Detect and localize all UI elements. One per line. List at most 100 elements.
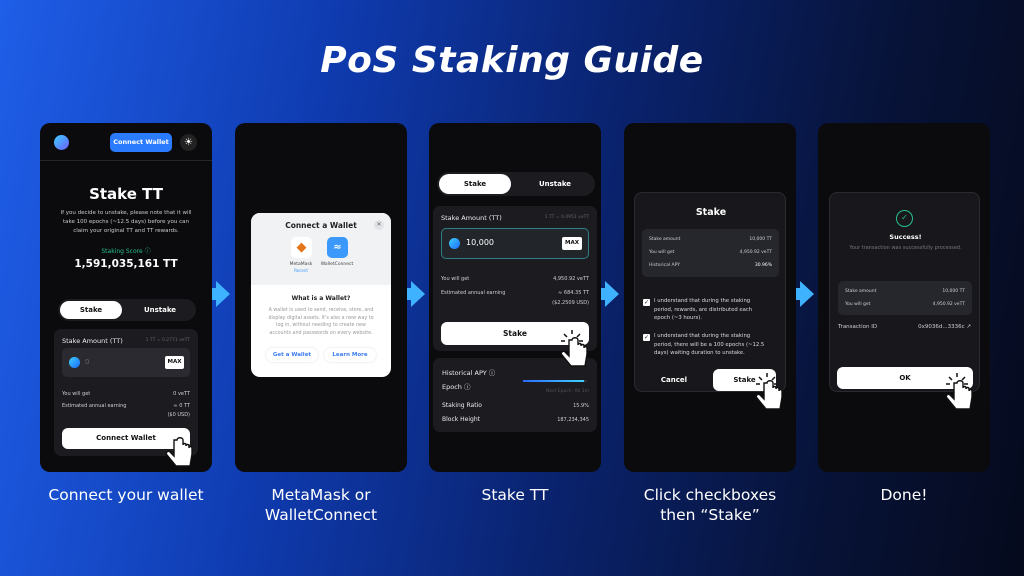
step-4-panel: Stake Stake amount 10,000 TT You will ge… — [624, 123, 796, 472]
unstake-note: If you decide to unstake, please note th… — [40, 209, 212, 236]
text-line: log in, without needing to create new — [276, 323, 366, 328]
row-label: Stake amount — [649, 237, 681, 242]
get-label: You will get — [62, 391, 91, 397]
tab-stake[interactable]: Stake — [60, 301, 122, 319]
step-5-panel: ✓ Success! Your transaction was successf… — [818, 123, 990, 472]
step-5-caption: Done! — [880, 486, 928, 504]
arrow-icon — [411, 281, 425, 307]
text-line: I understand that during the staking — [654, 333, 751, 339]
earn-value: ≈ 0 TT — [173, 403, 190, 409]
note-line: claim your original TT and TT rewards. — [73, 228, 179, 234]
checkbox-rewards[interactable]: ✓ — [643, 299, 650, 306]
sun-icon[interactable]: ☀ — [180, 134, 197, 151]
cancel-button[interactable]: Cancel — [660, 376, 688, 384]
max-button[interactable]: MAX — [562, 237, 582, 250]
tab-stake[interactable]: Stake — [439, 174, 511, 194]
epoch-progress-fill — [523, 380, 584, 382]
max-button[interactable]: MAX — [165, 356, 184, 369]
amount-input[interactable]: 0 MAX — [62, 348, 190, 377]
info-icon[interactable]: ⓘ — [488, 369, 496, 377]
what-text: A wallet is used to send, receive, store… — [251, 307, 391, 337]
note-line: take 100 epochs (~12.5 days) before you … — [62, 219, 190, 225]
ok-button[interactable]: OK — [837, 367, 973, 389]
caption-line: WalletConnect — [264, 506, 378, 524]
wallet-name: MetaMask — [289, 262, 313, 267]
amount-input[interactable]: 10,000 MAX — [441, 228, 589, 259]
connect-wallet-main-button[interactable]: Connect Wallet — [62, 428, 190, 449]
tx-value[interactable]: 0x9036d...3336c — [918, 324, 965, 330]
height-label: Block Height — [442, 416, 480, 423]
walletconnect-icon: ≈ — [333, 242, 342, 253]
hand-cursor-icon — [560, 330, 588, 367]
text-line: days) waiting duration to unstake. — [654, 350, 745, 356]
ratio-value: 15.9% — [573, 403, 589, 409]
earn-usd: ($0 USD) — [167, 412, 190, 418]
hand-cursor-icon — [165, 430, 193, 467]
tab-unstake[interactable]: Unstake — [143, 306, 177, 314]
stake-heading: Stake TT — [89, 185, 163, 203]
earn-label: Estimated annual earning — [62, 403, 127, 409]
apy-label: Historical APY ⓘ — [442, 367, 495, 377]
row-value: 10,000 TT — [749, 237, 772, 242]
staking-score-value: 1,591,035,161 TT — [74, 258, 178, 270]
row-value: 10,000 TT — [942, 289, 965, 294]
text-line: period, there will be a 100 epochs (~12.… — [654, 341, 765, 348]
earn-value: ≈ 684.35 TT — [558, 290, 589, 296]
get-wallet-button[interactable]: Get a Wallet — [266, 348, 318, 362]
row-label: Historical APY — [649, 263, 680, 268]
info-icon[interactable]: ⓘ — [144, 248, 151, 255]
caption-line: Click checkboxes — [643, 486, 777, 504]
step-2-panel: Connect a Wallet ✕ ◆ ≈ MetaMask Recent W… — [235, 123, 407, 472]
height-value: 187,234,345 — [557, 417, 589, 423]
tab-unstake[interactable]: Unstake — [538, 180, 572, 188]
step-3-caption: Stake TT — [481, 486, 549, 504]
stake-button[interactable]: Stake — [441, 322, 589, 345]
logo-icon — [54, 135, 69, 150]
stats-card: Historical APY ⓘ Epoch ⓘ Next Epoch: 0h … — [433, 358, 597, 432]
caption-line: MetaMask or — [271, 486, 371, 504]
success-check-icon: ✓ — [896, 210, 913, 227]
what-title: What is a Wallet? — [291, 295, 351, 302]
modal-title: Connect a Wallet — [285, 221, 357, 230]
row-value: 4,950.92 veTT — [932, 302, 965, 307]
arrow-icon — [605, 281, 619, 307]
row-value: 30.96% — [754, 263, 772, 268]
checkbox-unstake[interactable]: ✓ — [643, 334, 650, 341]
caption-line: then “Stake” — [660, 506, 760, 524]
connect-wallet-button[interactable]: Connect Wallet — [110, 133, 172, 152]
modal-header — [251, 213, 391, 285]
metamask-option[interactable]: ◆ — [291, 237, 312, 258]
stake-toggle: Stake Unstake — [437, 172, 595, 196]
tx-label: Transaction ID — [838, 324, 878, 330]
tt-token-icon — [449, 238, 460, 249]
stake-confirm-modal: Stake Stake amount 10,000 TT You will ge… — [634, 192, 786, 392]
step-1-caption: Connect your wallet — [48, 486, 204, 504]
row-label: You will get — [649, 250, 675, 255]
arrow-icon — [800, 281, 814, 307]
checkbox-unstake-label: I understand that during the staking peri… — [654, 332, 764, 358]
step-1-panel: Connect Wallet ☀ Stake TT If you decide … — [40, 123, 212, 472]
external-link-icon[interactable]: ↗ — [966, 324, 971, 330]
earn-usd: ($2.2509 USD) — [552, 300, 589, 306]
step-3-panel: Stake Unstake Stake Amount (TT) 1 TT = 0… — [429, 123, 601, 472]
summary-box: Stake amount 10,000 TT You will get 4,95… — [838, 281, 972, 315]
amount-label: Stake Amount (TT) — [441, 214, 502, 222]
epoch-label: Epoch ⓘ — [442, 381, 470, 391]
get-label: You will get — [441, 276, 470, 282]
stake-confirm-button[interactable]: Stake — [713, 369, 776, 391]
tx-link[interactable]: 0x9036d...3336c ↗ — [918, 324, 971, 330]
info-icon[interactable]: ⓘ — [463, 383, 471, 391]
rate-text: 1 TT = 0.2771 veTT — [145, 338, 190, 343]
learn-more-button[interactable]: Learn More — [324, 348, 376, 362]
fox-icon: ◆ — [296, 240, 307, 255]
amount-value: 0 — [85, 358, 90, 366]
page-title: PoS Staking Guide — [320, 40, 704, 81]
close-icon[interactable]: ✕ — [374, 220, 384, 230]
walletconnect-option[interactable]: ≈ — [327, 237, 348, 258]
get-value: 0 veTT — [173, 391, 190, 397]
stake-card: Stake Amount (TT) 1 TT = 0.2771 veTT 0 M… — [54, 329, 198, 456]
success-title: Success! — [889, 233, 922, 241]
text-line: display digital assets. It's also a new … — [268, 315, 374, 321]
recent-tag: Recent — [294, 268, 308, 273]
